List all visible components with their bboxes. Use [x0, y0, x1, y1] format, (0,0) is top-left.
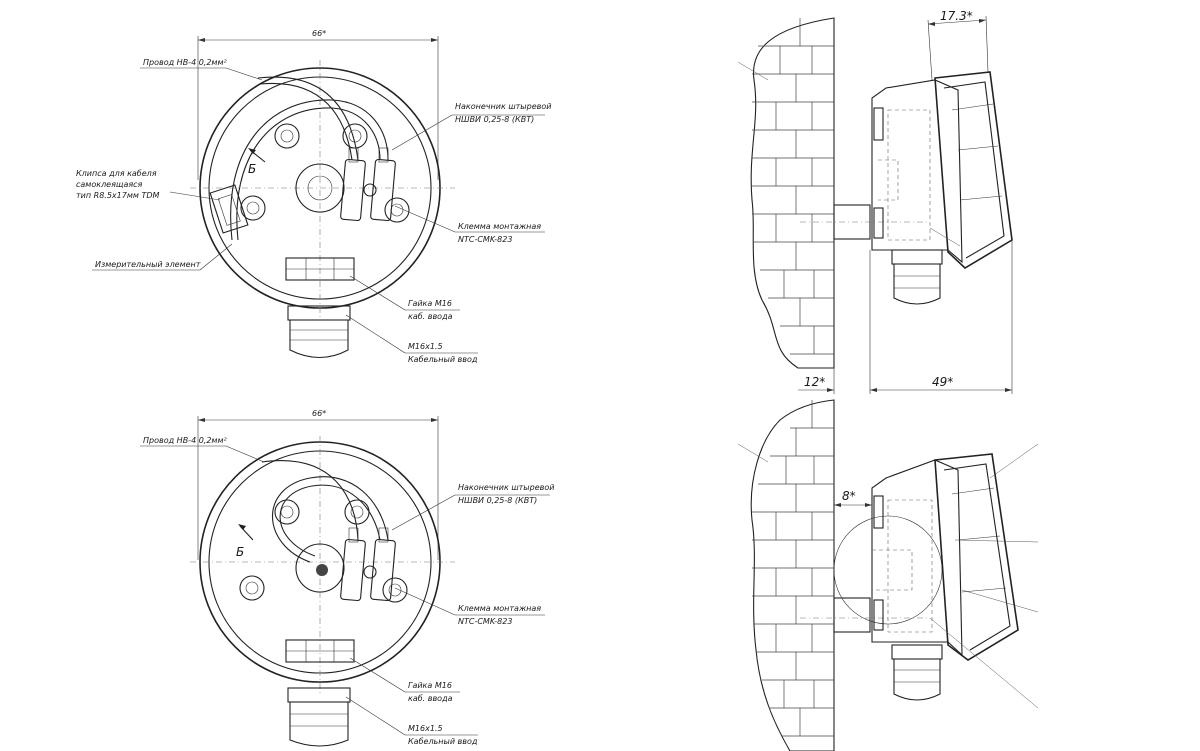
dim-wall-top: 12* [804, 375, 825, 389]
dimension-66-bottom: 66* [197, 409, 439, 560]
annotations-top: Провод НВ-4 0,2мм² Наконечник штыревой Н… [76, 58, 551, 364]
label-clip-2-top: самоклеящаяся [76, 180, 143, 189]
label-terminal-2-bottom: NTC-CMK-823 [458, 617, 512, 626]
front-view-top: 66* [76, 29, 551, 364]
label-nut-1-bottom: Гайка М16 [408, 681, 452, 690]
label-wire-top: Провод НВ-4 0,2мм² [143, 58, 227, 67]
label-gland-2-bottom: Кабельный ввод [408, 737, 478, 746]
dim-depth-top: 49* [932, 375, 953, 389]
dim-width-bottom: 66* [312, 409, 326, 418]
label-lug-2-top: НШВИ 0,25-8 (КВТ) [455, 115, 534, 124]
dimensions-side-bottom: 8* [834, 489, 872, 507]
label-element-top: Измерительный элемент [95, 260, 201, 269]
label-gland-1-bottom: М16х1.5 [408, 724, 443, 733]
dim-offset-bottom: 8* [842, 489, 856, 503]
dimension-66-top: 66* [197, 29, 439, 180]
front-view-bottom: 66* Б [140, 409, 554, 747]
label-wire-bottom: Провод НВ-4 0,2мм² [143, 436, 227, 445]
label-clip-3-top: тип R8.5x17мм TDM [76, 191, 159, 200]
section-label-b-top: Б [248, 162, 256, 176]
housing-top: Б [190, 60, 455, 359]
label-gland-1-top: М16х1.5 [408, 342, 443, 351]
side-view-bottom: 8* [737, 399, 1039, 751]
label-lug-1-top: Наконечник штыревой [455, 102, 551, 111]
brick-wall-top [737, 17, 835, 369]
housing-bottom: Б [190, 436, 455, 747]
label-terminal-2-top: NTC-CMK-823 [458, 235, 512, 244]
label-nut-1-top: Гайка М16 [408, 299, 452, 308]
device-body-top [871, 71, 1013, 305]
label-lug-2-bottom: НШВИ 0,25-8 (КВТ) [458, 496, 537, 505]
label-terminal-1-top: Клемма монтажная [458, 222, 541, 231]
label-nut-2-bottom: каб. ввода [408, 694, 453, 703]
dim-cover-top: 17.3* [940, 9, 973, 23]
label-nut-2-top: каб. ввода [408, 312, 453, 321]
label-terminal-1-bottom: Клемма монтажная [458, 604, 541, 613]
dimensions-side-top: 17.3* 12* 49* [798, 9, 1013, 394]
label-gland-2-top: Кабельный ввод [408, 355, 478, 364]
label-lug-1-bottom: Наконечник штыревой [458, 483, 554, 492]
device-body-bottom [871, 443, 1039, 709]
label-clip-1-top: Клипса для кабеля [76, 169, 157, 178]
brick-wall-bottom [737, 399, 835, 751]
annotations-bottom: Провод НВ-4 0,2мм² Наконечник штыревой Н… [140, 436, 554, 746]
dim-width-top: 66* [312, 29, 326, 38]
section-label-b-bottom: Б [236, 545, 244, 559]
side-view-top: 17.3* 12* 49* [737, 9, 1013, 394]
